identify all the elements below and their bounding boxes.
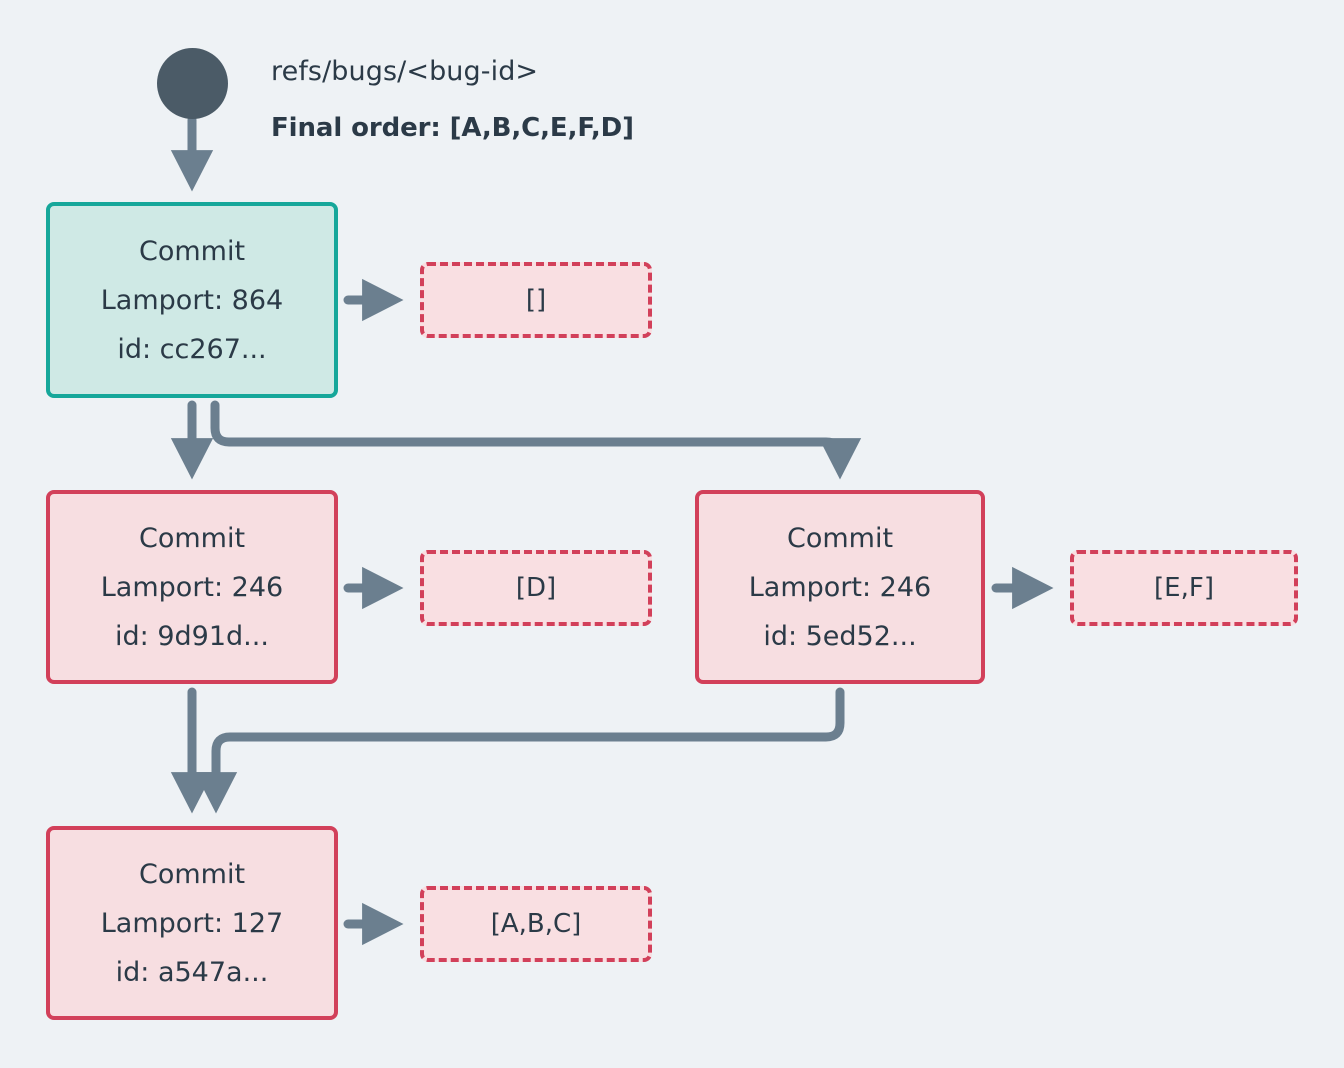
commit-id: id: a547a... <box>115 956 269 988</box>
commit-title: Commit <box>138 235 246 267</box>
ops-badge-head: [] <box>420 262 652 338</box>
ops-badge-c: [E,F] <box>1070 550 1298 626</box>
commit-lamport: Lamport: 127 <box>100 907 284 939</box>
commit-title: Commit <box>138 858 246 890</box>
commit-id: id: 9d91d... <box>115 620 269 652</box>
commit-lamport: Lamport: 246 <box>100 571 284 603</box>
ref-head-circle[interactable] <box>157 48 228 119</box>
commit-lamport: Lamport: 864 <box>100 284 284 316</box>
edge-node-c-to-node-d <box>194 687 845 814</box>
commit-title: Commit <box>786 522 894 554</box>
final-order-label: Final order: [A,B,C,E,F,D] <box>271 113 634 143</box>
edge-node-a-to-node-c <box>210 400 862 480</box>
ops-badge-b: [D] <box>420 550 652 626</box>
commit-id: id: cc267... <box>117 333 267 365</box>
commit-id: id: 5ed52... <box>763 620 917 652</box>
commit-title: Commit <box>138 522 246 554</box>
commit-node-b[interactable]: Commit Lamport: 246 id: 9d91d... <box>46 490 338 684</box>
commit-lamport: Lamport: 246 <box>748 571 932 603</box>
ref-path-label: refs/bugs/<bug-id> <box>271 56 539 87</box>
commit-node-head[interactable]: Commit Lamport: 864 id: cc267... <box>46 202 338 398</box>
ops-badge-d: [A,B,C] <box>420 886 652 962</box>
commit-node-d[interactable]: Commit Lamport: 127 id: a547a... <box>46 826 338 1020</box>
commit-node-c[interactable]: Commit Lamport: 246 id: 5ed52... <box>695 490 985 684</box>
